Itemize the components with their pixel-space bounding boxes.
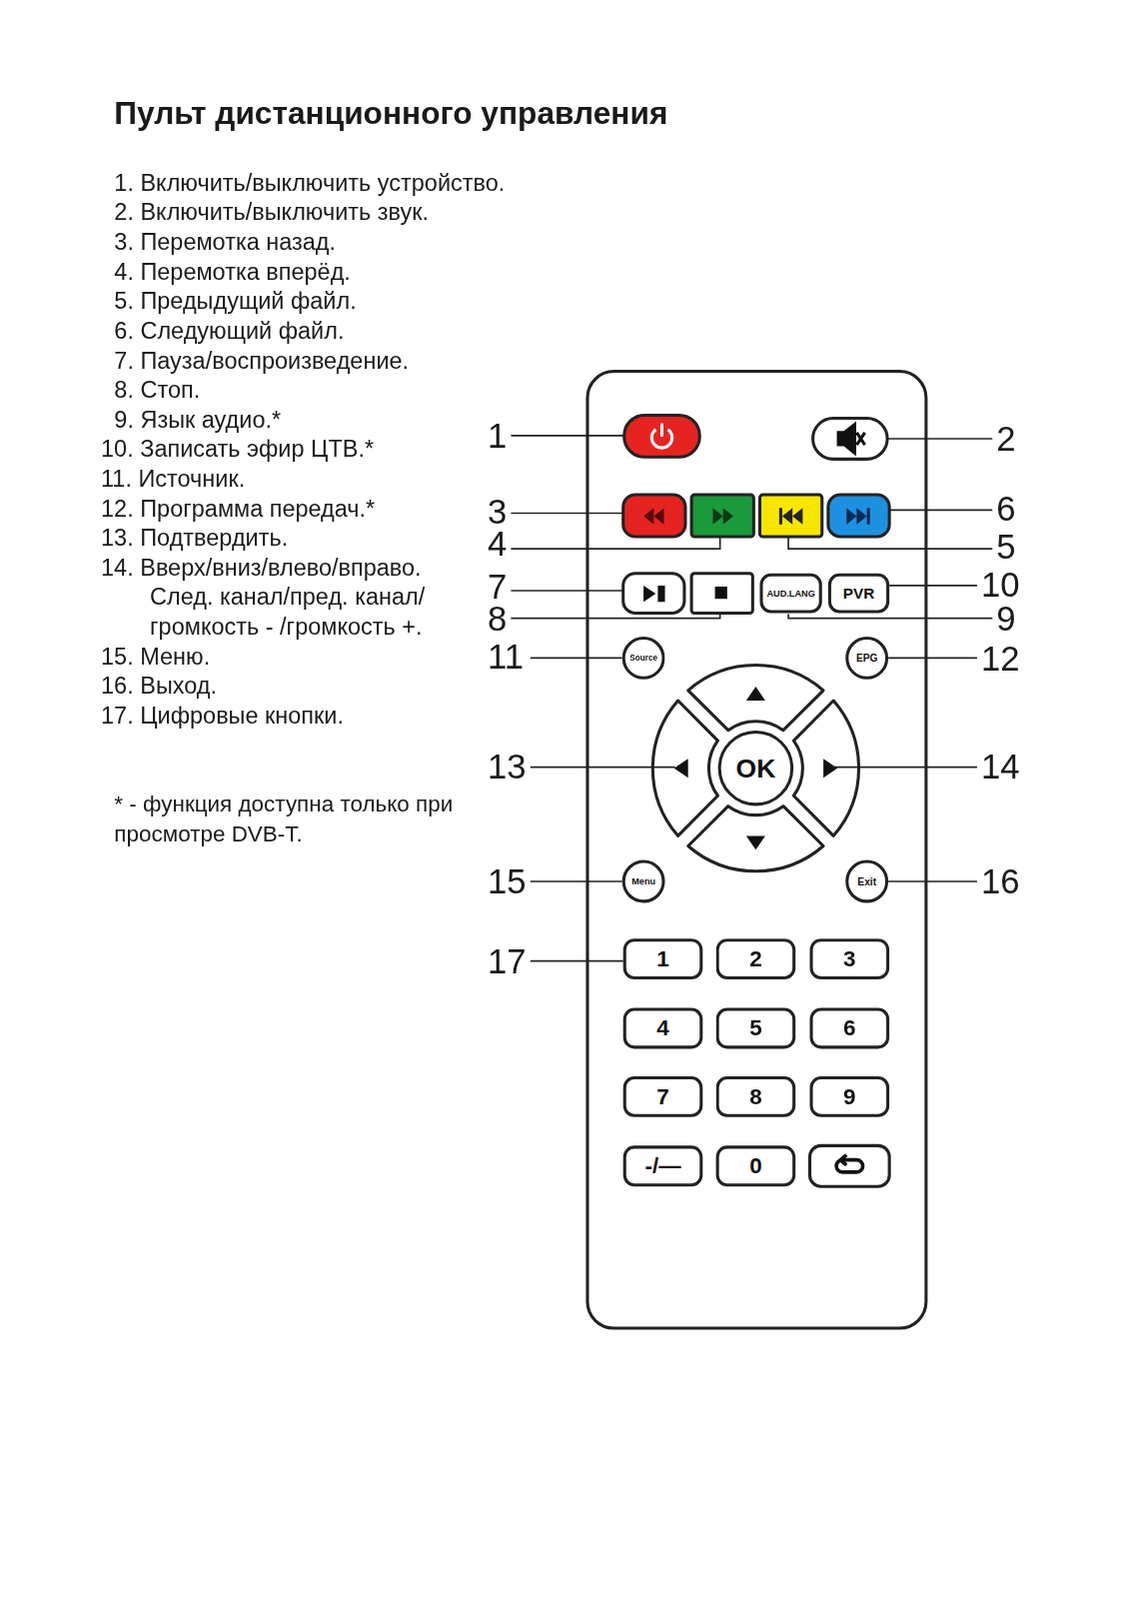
next-button xyxy=(828,494,890,537)
round-button: EPG xyxy=(845,636,889,680)
stop-button xyxy=(691,573,753,614)
key-button: 6 xyxy=(810,1008,891,1050)
play-pause-icon xyxy=(643,585,665,602)
recall-button xyxy=(810,1144,891,1186)
dpad-arrow xyxy=(746,835,766,850)
prev-button xyxy=(759,494,822,537)
button-label: -/— xyxy=(644,1152,681,1180)
forward-icon xyxy=(713,507,734,524)
button-label: EPG xyxy=(856,652,879,664)
dpad-arrow xyxy=(823,758,838,778)
legend-item: 5. Предыдущий файл. xyxy=(113,286,522,317)
next-icon xyxy=(846,507,870,524)
key-button: -/— xyxy=(623,1144,704,1186)
button-label: Exit xyxy=(857,875,877,887)
button-label: 5 xyxy=(749,1015,763,1043)
key-button: 3 xyxy=(810,938,891,980)
button-label: AUD.LANG xyxy=(766,587,815,598)
button-label: 3 xyxy=(843,945,857,973)
page-title: Пульт дистанционного управления xyxy=(113,92,668,134)
dpad-petal xyxy=(652,700,718,836)
legend-item: 17. Цифровые кнопки. xyxy=(100,700,509,731)
button-label: 1 xyxy=(656,945,670,973)
dpad-petal xyxy=(688,665,824,731)
callout-number: 4 xyxy=(487,523,507,565)
key-button: 8 xyxy=(716,1076,797,1118)
callout-number: 1 xyxy=(487,414,507,456)
mute-button xyxy=(813,418,889,460)
key-button: PVR xyxy=(828,573,890,614)
prev-icon xyxy=(779,507,803,524)
legend-item: 14. Вверх/вниз/влево/вправо. След. канал… xyxy=(100,552,464,642)
stop-icon xyxy=(715,586,728,599)
legend-item: 1. Включить/выключить устройство. xyxy=(113,167,522,198)
button-label: Source xyxy=(629,653,658,663)
legend-item: 10. Записать эфир ЦТВ.* xyxy=(100,434,509,465)
legend-item: 8. Стоп. xyxy=(113,375,522,406)
leader-lines xyxy=(510,435,993,962)
button-label: 9 xyxy=(843,1083,857,1111)
key-button: 4 xyxy=(623,1008,704,1050)
legend-item: 6. Следующий файл. xyxy=(113,315,522,346)
remote-body xyxy=(587,371,927,1329)
power-button xyxy=(624,414,701,457)
key-button: 9 xyxy=(810,1076,891,1118)
legend-item: 7. Пауза/воспроизведение. xyxy=(113,345,522,376)
recall-icon xyxy=(836,1154,864,1172)
key-button: 2 xyxy=(716,938,797,980)
dpad-arrow xyxy=(746,686,766,701)
callout-number: 8 xyxy=(487,597,507,639)
round-button: Source xyxy=(622,636,666,680)
callout-number: 13 xyxy=(487,745,527,787)
rewind-icon xyxy=(643,507,664,524)
button-label: 2 xyxy=(749,945,763,973)
callout-number: 6 xyxy=(996,487,1016,529)
round-button: Exit xyxy=(845,860,889,904)
callout-number: 9 xyxy=(996,597,1016,639)
dpad xyxy=(652,665,859,872)
callout-number: 11 xyxy=(487,635,524,677)
round-button: OK xyxy=(718,730,795,807)
callout-number: 16 xyxy=(981,861,1021,903)
key-button: 1 xyxy=(623,938,704,980)
button-label: 4 xyxy=(656,1015,670,1043)
round-button: Menu xyxy=(622,860,666,904)
legend-item: 16. Выход. xyxy=(100,671,509,702)
button-label: 7 xyxy=(656,1083,670,1111)
power-icon xyxy=(660,423,664,437)
legend-item: 13. Подтвердить. xyxy=(100,523,509,554)
callout-number: 12 xyxy=(981,637,1021,679)
button-label: 6 xyxy=(843,1015,857,1043)
forward-button xyxy=(691,494,754,537)
callout-number: 5 xyxy=(996,526,1016,568)
callout-number: 14 xyxy=(981,745,1021,787)
play-pause-button xyxy=(623,573,685,614)
mute-icon xyxy=(838,424,866,454)
dpad-petal xyxy=(688,806,824,872)
button-label: 8 xyxy=(749,1083,763,1111)
key-button: 7 xyxy=(623,1076,704,1118)
key-button: AUD.LANG xyxy=(759,573,822,614)
callout-number: 2 xyxy=(996,418,1016,460)
legend-item: 15. Меню. xyxy=(100,641,509,672)
key-button: 5 xyxy=(716,1008,797,1050)
legend-item: 9. Язык аудио.* xyxy=(113,404,522,435)
legend-item: 12. Программа передач.* xyxy=(100,493,509,524)
legend-item: 2. Включить/выключить звук. xyxy=(113,197,522,228)
button-label: PVR xyxy=(843,584,875,602)
legend-item: 3. Перемотка назад. xyxy=(113,227,522,258)
legend-item: 11. Источник. xyxy=(100,463,509,494)
footnote: * - функция доступна только при просмотр… xyxy=(113,788,456,850)
rewind-button xyxy=(623,494,686,537)
button-label: OK xyxy=(736,752,777,785)
button-label: Menu xyxy=(631,876,656,887)
callout-number: 15 xyxy=(487,861,527,903)
dpad-arrow xyxy=(674,758,689,778)
dpad-petal xyxy=(793,700,859,836)
button-label: 0 xyxy=(749,1152,763,1180)
legend-item: 4. Перемотка вперёд. xyxy=(113,256,522,287)
key-button: 0 xyxy=(716,1144,797,1186)
callout-number: 17 xyxy=(487,940,527,982)
